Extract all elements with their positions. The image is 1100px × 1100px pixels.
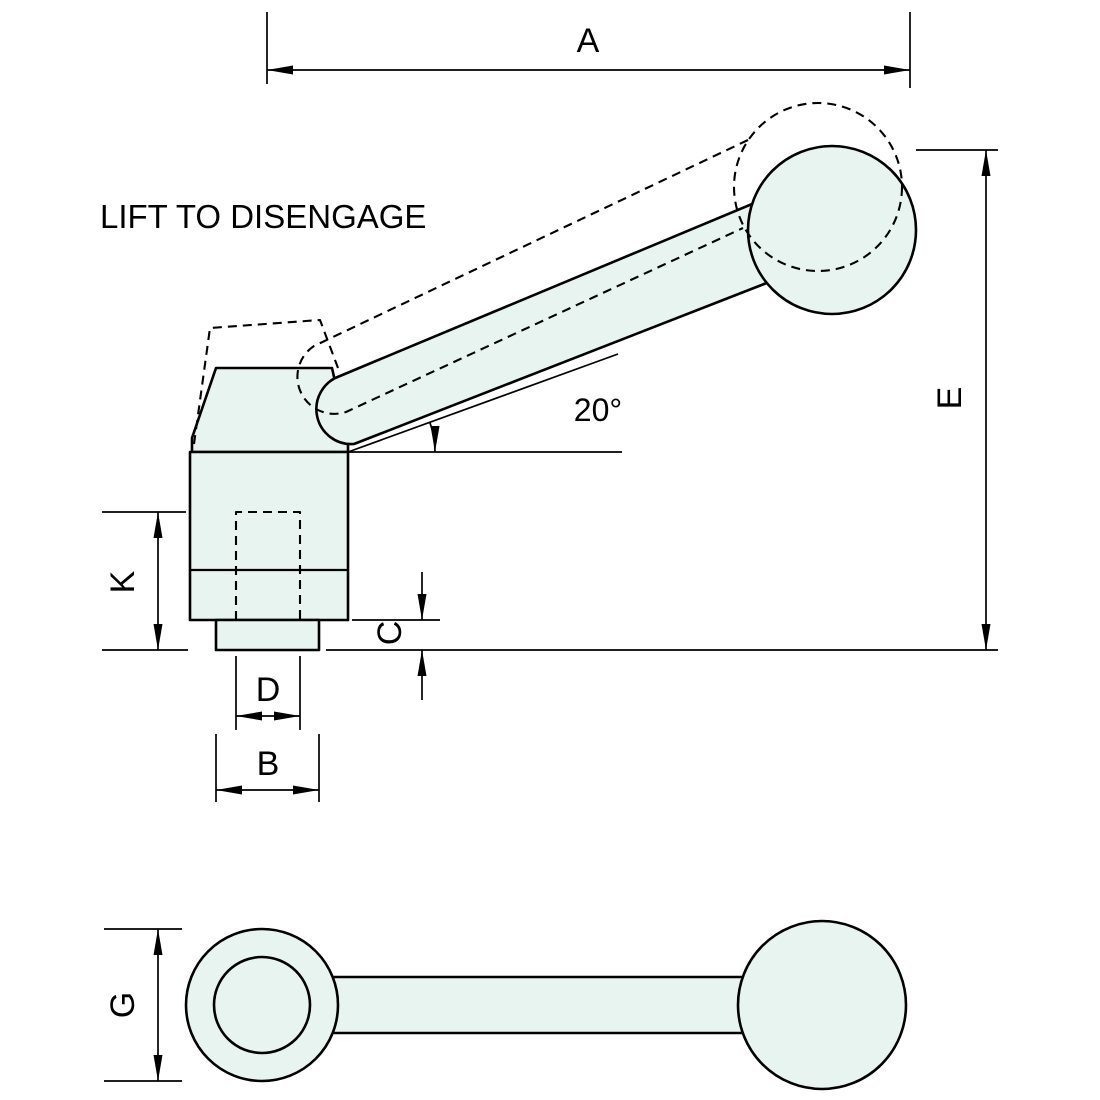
plan-view: G [104, 919, 908, 1091]
side-view: LIFT TO DISENGAGE 20° A [100, 12, 998, 802]
dim-a: A [266, 12, 911, 88]
dim-d: D [235, 656, 301, 730]
dim-c-label: C [371, 621, 409, 646]
dim-d-label: D [256, 671, 281, 709]
handle-ball [736, 919, 908, 1091]
dim-e: E [326, 149, 998, 651]
dim-k: K [102, 511, 188, 651]
hidden-bore [234, 510, 302, 620]
dim-a-label: A [577, 22, 600, 60]
dim-c: C [352, 572, 440, 700]
angle-ray [347, 353, 619, 453]
dim-g-label: G [104, 992, 142, 1018]
lifted-arm-outline [296, 139, 749, 415]
lifted-hub-outline [192, 318, 339, 445]
angle-label: 20° [574, 392, 622, 428]
dim-g: G [104, 928, 182, 1082]
angle-annotation: 20° [347, 353, 622, 453]
angle-arc [428, 421, 440, 453]
dim-b-label: B [257, 745, 280, 783]
handle-ring-inner [212, 955, 312, 1055]
mounting-boss [214, 618, 321, 652]
dim-b: B [215, 734, 320, 802]
clamp-body [188, 450, 350, 622]
handle-shaft [298, 975, 792, 1035]
dim-k-label: K [104, 570, 142, 593]
note-lift-to-disengage: LIFT TO DISENGAGE [100, 198, 426, 235]
dim-e-label: E [931, 387, 969, 410]
lifted-position [192, 101, 904, 445]
ball-knob [746, 144, 918, 316]
lifted-ball-outline [732, 101, 904, 273]
